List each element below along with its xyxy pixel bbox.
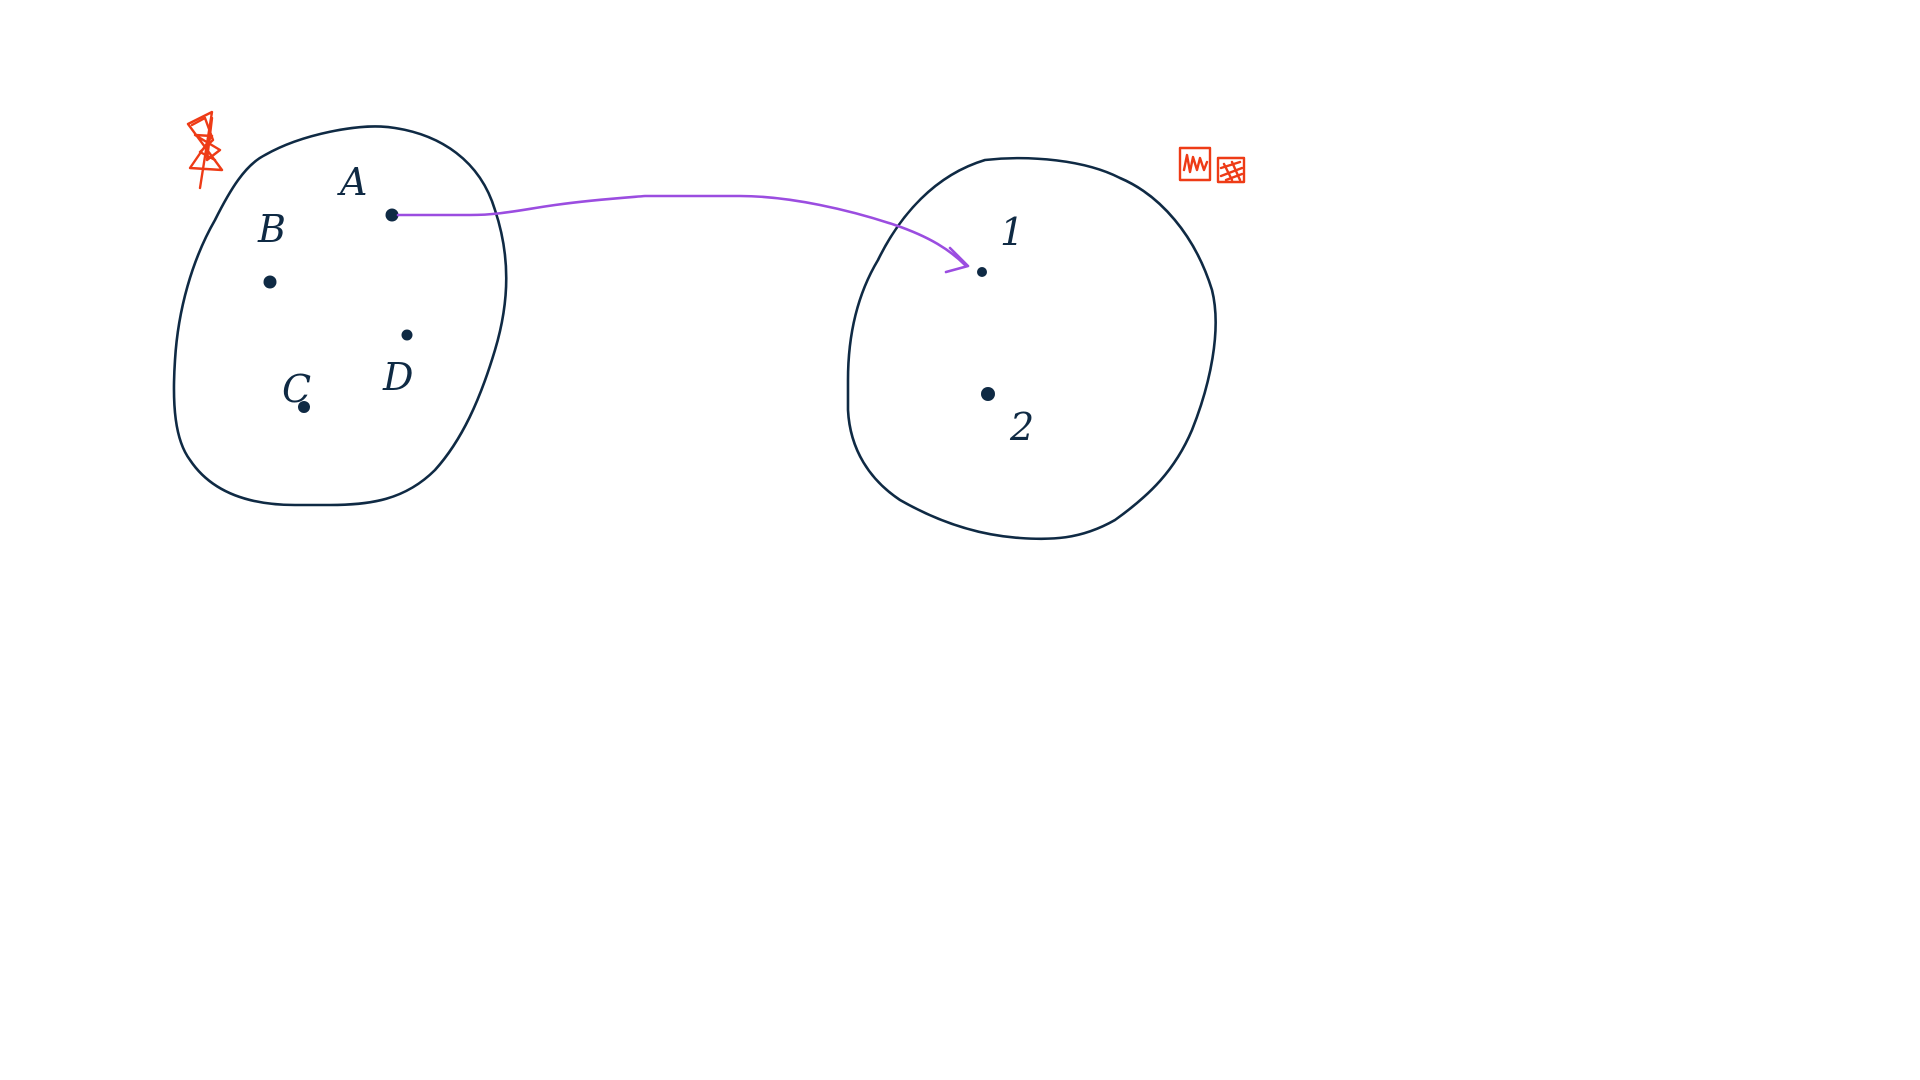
label-d: D xyxy=(382,355,413,399)
point-d xyxy=(401,329,413,341)
mapping-arrow xyxy=(396,194,970,274)
label-a: A xyxy=(337,160,367,204)
label-1: 1 xyxy=(1000,210,1024,254)
mapping-arrow-head xyxy=(944,246,970,274)
right-set: 1 2 xyxy=(846,156,1217,541)
label-2: 2 xyxy=(1009,405,1034,449)
left-set: A B D C xyxy=(172,125,508,507)
point-b xyxy=(263,275,277,289)
red-image-squares-icon xyxy=(1178,146,1246,184)
point-c xyxy=(298,401,310,413)
right-set-outline xyxy=(846,156,1217,541)
label-b: B xyxy=(257,207,286,251)
point-a xyxy=(385,208,399,222)
left-set-outline xyxy=(172,125,508,507)
mapping-arrow-line xyxy=(396,194,967,267)
point-2 xyxy=(981,387,995,401)
red-star-scribble-icon xyxy=(186,110,224,190)
point-1 xyxy=(977,267,987,277)
